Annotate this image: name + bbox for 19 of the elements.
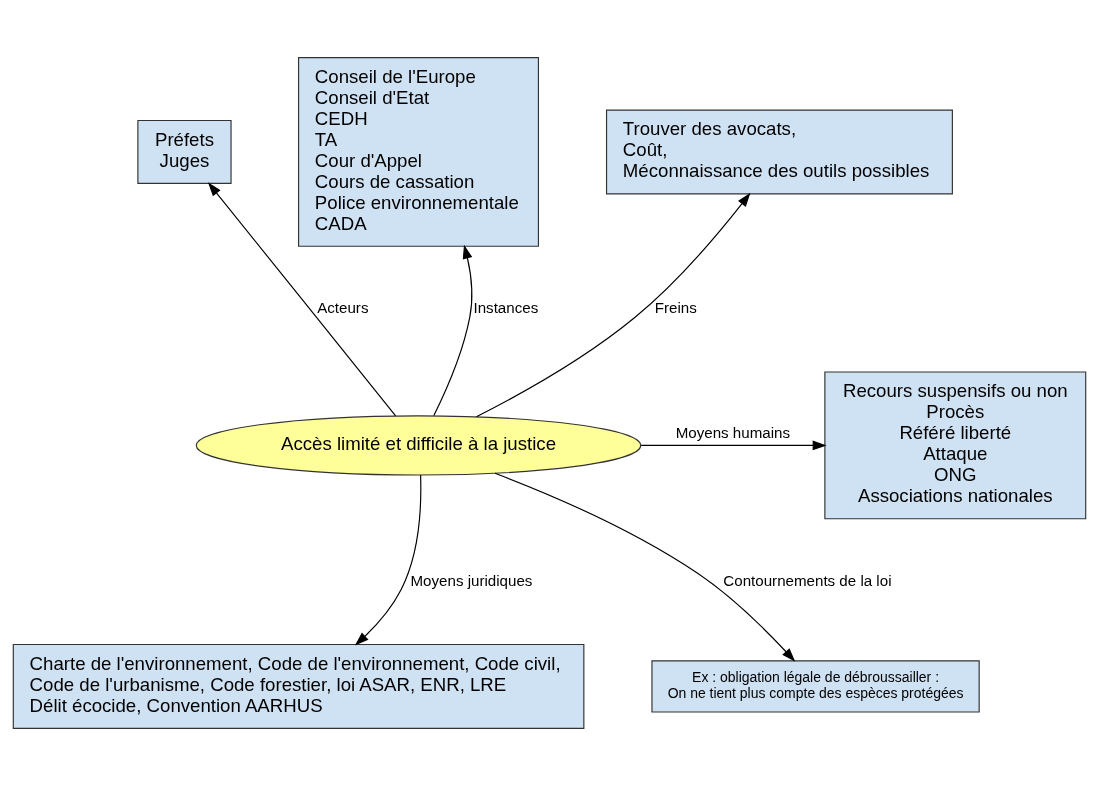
node-box: Recours suspensifs ou non Procès Référé liberté Attaque ONG Associations nationales [824,370,1087,519]
edge-label: Acteurs [317,298,369,316]
arrow [433,244,473,416]
edge-label: Moyens humains [675,423,791,441]
node-box: Préfets Juges [137,119,232,184]
edge-label: Moyens juridiques [410,571,533,589]
arrow [475,192,751,417]
node-ellipse: Accès limité et difficile à la justice [195,414,642,476]
arrow [494,472,796,662]
arrow [207,181,397,416]
edge-label: Instances [473,298,539,316]
node-box: Trouver des avocats, Coût, Méconnaissance des outils possibles [605,108,953,194]
node-box: Conseil de l'Europe Conseil d'Etat CEDH TA Cour d'Appel Cours de cassation Police environnementale CADA [298,56,540,247]
arrow [640,440,827,450]
node-box: Ex : obligation légale de débroussailler : On ne tient plus compte des espèces protégées [651,659,980,713]
edge-label: Freins [654,298,697,316]
node-box: Charte de l'environnement, Code de l'environnement, Code civil, Code de l'urbanisme, Code forestier, loi ASAR, ENR, LRE Délit écocide, Convention AARHUS [12,643,585,729]
edge-label: Contournements de la loi [723,571,892,589]
arrow [354,474,422,646]
